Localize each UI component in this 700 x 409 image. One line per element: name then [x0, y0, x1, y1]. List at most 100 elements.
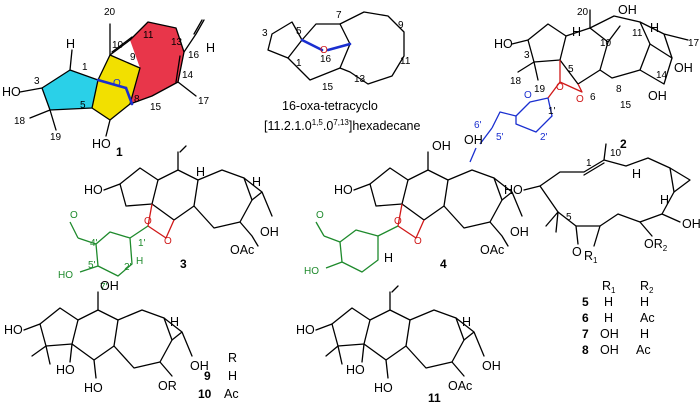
- c5-atom-r1: R1: [584, 249, 598, 265]
- c5-atom-or2-sub: 2: [663, 244, 668, 253]
- r-table-2-row-10-r: Ac: [224, 387, 239, 401]
- c5-atom-oh: OH: [682, 217, 700, 231]
- c1-atom-16: 16: [188, 50, 200, 61]
- c1-atom-14: 14: [182, 70, 194, 81]
- c2-atom-6: 6: [590, 92, 596, 103]
- c1-atom-19: 19: [50, 132, 62, 143]
- compound-1-number: 1: [116, 145, 123, 159]
- core-caption-sup2: 7,13: [333, 118, 349, 127]
- r-table-header-r2-r: R: [640, 279, 649, 293]
- r-table-2-row-9-r: H: [228, 369, 237, 383]
- core-skeleton-structure: 3 5 7 9 1 16 O 15 13 11 16-oxa-tetracycl…: [262, 10, 421, 133]
- c4-atom-ho-phenol: HO: [304, 266, 319, 277]
- c1-atom-1: 1: [82, 62, 88, 73]
- core-atom-13: 13: [354, 74, 366, 85]
- compound-1-structure: 20 10 9 11 13 16 H 1 H 3 HO 18 19 5 O 8 …: [2, 7, 215, 159]
- c4-atom-o1: O: [394, 216, 402, 227]
- c3-atom-7p: 7': [100, 282, 108, 293]
- c1-atom-o: O: [113, 78, 121, 89]
- c2-atom-5: 5: [568, 64, 574, 75]
- c5-atom-r1-sub: 1: [593, 256, 598, 265]
- c1-atom-15: 15: [150, 102, 162, 113]
- c2-atom-20: 20: [577, 7, 589, 18]
- r-table-row-8-num: 8: [582, 343, 589, 357]
- core-caption-sup1: 1,5: [312, 118, 324, 127]
- c1-atom-18: 18: [14, 116, 26, 127]
- c1-atom-10: 10: [112, 40, 124, 51]
- c2-atom-8: 8: [616, 84, 622, 95]
- c3-atom-4p: 4': [90, 238, 98, 249]
- c2-atom-15: 15: [620, 100, 632, 111]
- c2-atom-19: 19: [534, 84, 546, 95]
- compound-2-number: 2: [620, 137, 627, 151]
- c2-atom-oh6p: OH: [464, 133, 483, 147]
- c4-atom-o2: O: [414, 236, 422, 247]
- core-atom-15: 15: [322, 82, 334, 93]
- c5-atom-h2: H: [660, 193, 669, 207]
- c3-atom-o-methoxy: O: [70, 210, 78, 221]
- r-table-header-r2: R2: [640, 279, 654, 295]
- c2-atom-10: 10: [600, 38, 612, 49]
- core-caption-mid: .0: [323, 119, 333, 133]
- core-atom-7: 7: [336, 10, 342, 21]
- c2-atom-o1: O: [556, 82, 564, 93]
- r-table-row-6-r1: H: [604, 311, 613, 325]
- c2-atom-h2: H: [650, 21, 659, 35]
- c5-atom-h1: H: [632, 167, 641, 181]
- c2-atom-6p: 6': [474, 120, 482, 131]
- c3-atom-ho: HO: [84, 183, 103, 197]
- c5-atom-ho: HO: [504, 183, 523, 197]
- c1-atom-5: 5: [80, 100, 86, 111]
- c3-atom-2p: 2': [124, 262, 132, 273]
- c3-atom-h-acetal: H: [136, 256, 143, 267]
- c1-atom-9: 9: [130, 52, 136, 63]
- c3-atom-o2: O: [164, 236, 172, 247]
- c4-atom-ho: HO: [334, 183, 353, 197]
- c1-atom-17: 17: [198, 96, 210, 107]
- c9-atom-ho6: HO: [84, 381, 103, 395]
- c9-atom-ho5: HO: [56, 363, 75, 377]
- ring-cyan-fill: [42, 70, 98, 110]
- c2-atom-oh2: OH: [648, 89, 667, 103]
- c2-atom-h: H: [572, 25, 581, 39]
- r-table-row-6-num: 6: [582, 311, 589, 325]
- r-table-header-r2-sub: 2: [649, 286, 654, 295]
- c4-atom-oac: OAc: [480, 243, 504, 257]
- core-atom-16: 16: [320, 54, 332, 65]
- r-table-header-r1: R1: [602, 279, 616, 295]
- ring-yellow-fill: [92, 55, 140, 120]
- c1-atom-ho3: HO: [2, 85, 21, 99]
- c3-atom-h1: H: [196, 165, 205, 179]
- c3-atom-5p: 5': [88, 260, 96, 271]
- c1-atom-11: 11: [143, 30, 154, 41]
- c1-atom-h1: H: [66, 37, 75, 51]
- r-table-header-r1-r: R: [602, 279, 611, 293]
- c9-atom-or: OR: [158, 379, 177, 393]
- r-table-2-header: R: [228, 351, 237, 365]
- compound-4-structure: OH HO O HO O O H OAc OH 4: [304, 139, 529, 277]
- compound-11-number: 11: [428, 391, 441, 405]
- c5-atom-or2: OR2: [644, 237, 668, 253]
- c3-atom-oac: OAc: [230, 243, 254, 257]
- r-table-row-6-r2: Ac: [640, 311, 655, 325]
- c2-atom-oh1: OH: [674, 61, 693, 75]
- c1-atom-13: 13: [171, 37, 183, 48]
- compound-4-number: 4: [440, 257, 447, 271]
- r-table-2-row-9-num: 9: [204, 369, 211, 383]
- c4-atom-oh-top: OH: [432, 139, 451, 153]
- compound-3-structure: HO O 4' HO 5' 7' 2' 1' H O O H H OAc OH …: [58, 145, 279, 293]
- c3-atom-h2: H: [252, 175, 261, 189]
- core-atom-1: 1: [296, 58, 302, 69]
- c2-atom-3: 3: [524, 50, 530, 61]
- c2-atom-o2: O: [576, 94, 584, 105]
- c2-atom-17: 17: [688, 38, 700, 49]
- r-table-row-7-r2: H: [640, 327, 649, 341]
- c11-atom-oac: OAc: [448, 379, 472, 393]
- c9-atom-oh: OH: [190, 359, 209, 373]
- r-table-row-7-num: 7: [582, 327, 589, 341]
- c1-atom-h-ald: H: [206, 41, 215, 55]
- c2-atom-14: 14: [656, 70, 668, 81]
- c2-atom-11: 11: [632, 28, 643, 39]
- core-caption-line2: [11.2.1.01,5.07,13]hexadecane: [264, 118, 421, 133]
- c5-atom-or2-or: OR: [644, 237, 663, 251]
